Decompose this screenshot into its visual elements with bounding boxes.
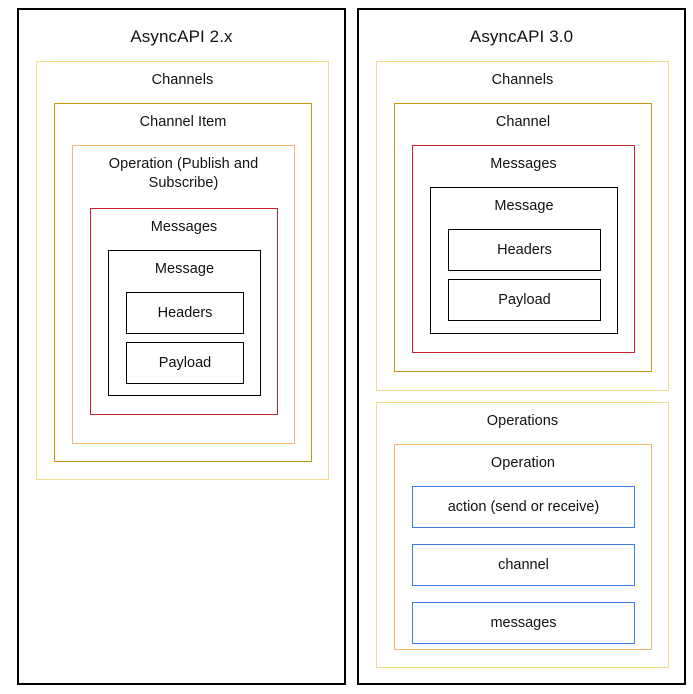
box-channel-30: Channel Messages Message Headers Payload — [394, 103, 652, 372]
panel-title-asyncapi-30: AsyncAPI 3.0 — [469, 27, 574, 46]
box-messages-30: Messages Message Headers Payload — [412, 145, 635, 353]
box-label-messages-30: Messages — [490, 156, 557, 172]
box-payload-30: Payload — [448, 279, 601, 321]
box-label-messages-2x: Messages — [150, 219, 218, 235]
box-operation-30: Operation action (send or receive) chann… — [394, 444, 652, 650]
box-label-channels-30: Channels — [491, 72, 554, 88]
box-label-channels-2x: Channels — [151, 72, 214, 88]
box-channels-2x: Channels Channel Item Operation (Publish… — [36, 61, 329, 480]
panel-asyncapi-30: AsyncAPI 3.0 Channels Channel Messages M… — [357, 8, 686, 685]
box-channels-30: Channels Channel Messages Message Header… — [376, 61, 669, 391]
box-message-30: Message Headers Payload — [430, 187, 618, 334]
box-headers-30: Headers — [448, 229, 601, 271]
box-label-channel-30: Channel — [495, 114, 551, 130]
box-label-operation-30: Operation — [490, 455, 556, 471]
box-payload-2x: Payload — [126, 342, 244, 384]
box-label-message-2x: Message — [154, 261, 215, 277]
box-label-channel-item-2x: Channel Item — [139, 114, 227, 130]
box-operations-30: Operations Operation action (send or rec… — [376, 402, 669, 668]
box-action-field-30: action (send or receive) — [412, 486, 635, 528]
box-messages-field-30: messages — [412, 602, 635, 644]
box-message-2x: Message Headers Payload — [108, 250, 261, 396]
panel-title-asyncapi-2x: AsyncAPI 2.x — [130, 27, 233, 46]
box-label-operations-30: Operations — [486, 413, 559, 429]
box-headers-2x: Headers — [126, 292, 244, 334]
box-label-operation-2x: Operation (Publish and Subscribe) — [108, 156, 259, 191]
box-channel-item-2x: Channel Item Operation (Publish and Subs… — [54, 103, 312, 462]
box-operation-2x: Operation (Publish and Subscribe) Messag… — [72, 145, 295, 444]
box-channel-field-30: channel — [412, 544, 635, 586]
panel-asyncapi-2x: AsyncAPI 2.x Channels Channel Item Opera… — [17, 8, 346, 685]
box-messages-2x: Messages Message Headers Payload — [90, 208, 278, 415]
box-label-message-30: Message — [494, 198, 554, 214]
